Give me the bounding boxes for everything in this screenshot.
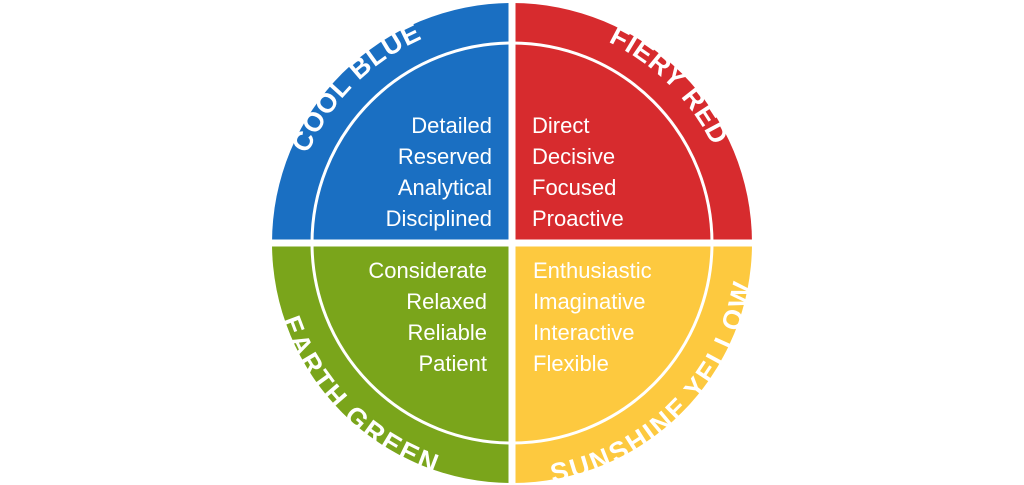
- fiery-red-quadrant: [512, 3, 752, 243]
- cool-blue-quadrant: [272, 3, 512, 243]
- trait-text: Focused: [532, 175, 616, 200]
- sunshine-yellow-quadrant: [512, 243, 752, 483]
- trait-text: Patient: [419, 351, 488, 376]
- trait-text: Detailed: [411, 113, 492, 138]
- trait-text: Analytical: [398, 175, 492, 200]
- trait-text: Considerate: [368, 258, 487, 283]
- trait-text: Imaginative: [533, 289, 646, 314]
- trait-text: Disciplined: [386, 206, 492, 231]
- trait-text: Relaxed: [406, 289, 487, 314]
- trait-text: Reliable: [408, 320, 488, 345]
- trait-text: Decisive: [532, 144, 615, 169]
- earth-green-quadrant: [272, 243, 512, 483]
- trait-text: Direct: [532, 113, 589, 138]
- trait-text: Reserved: [398, 144, 492, 169]
- trait-text: Proactive: [532, 206, 624, 231]
- trait-text: Interactive: [533, 320, 635, 345]
- trait-text: Enthusiastic: [533, 258, 652, 283]
- trait-text: Flexible: [533, 351, 609, 376]
